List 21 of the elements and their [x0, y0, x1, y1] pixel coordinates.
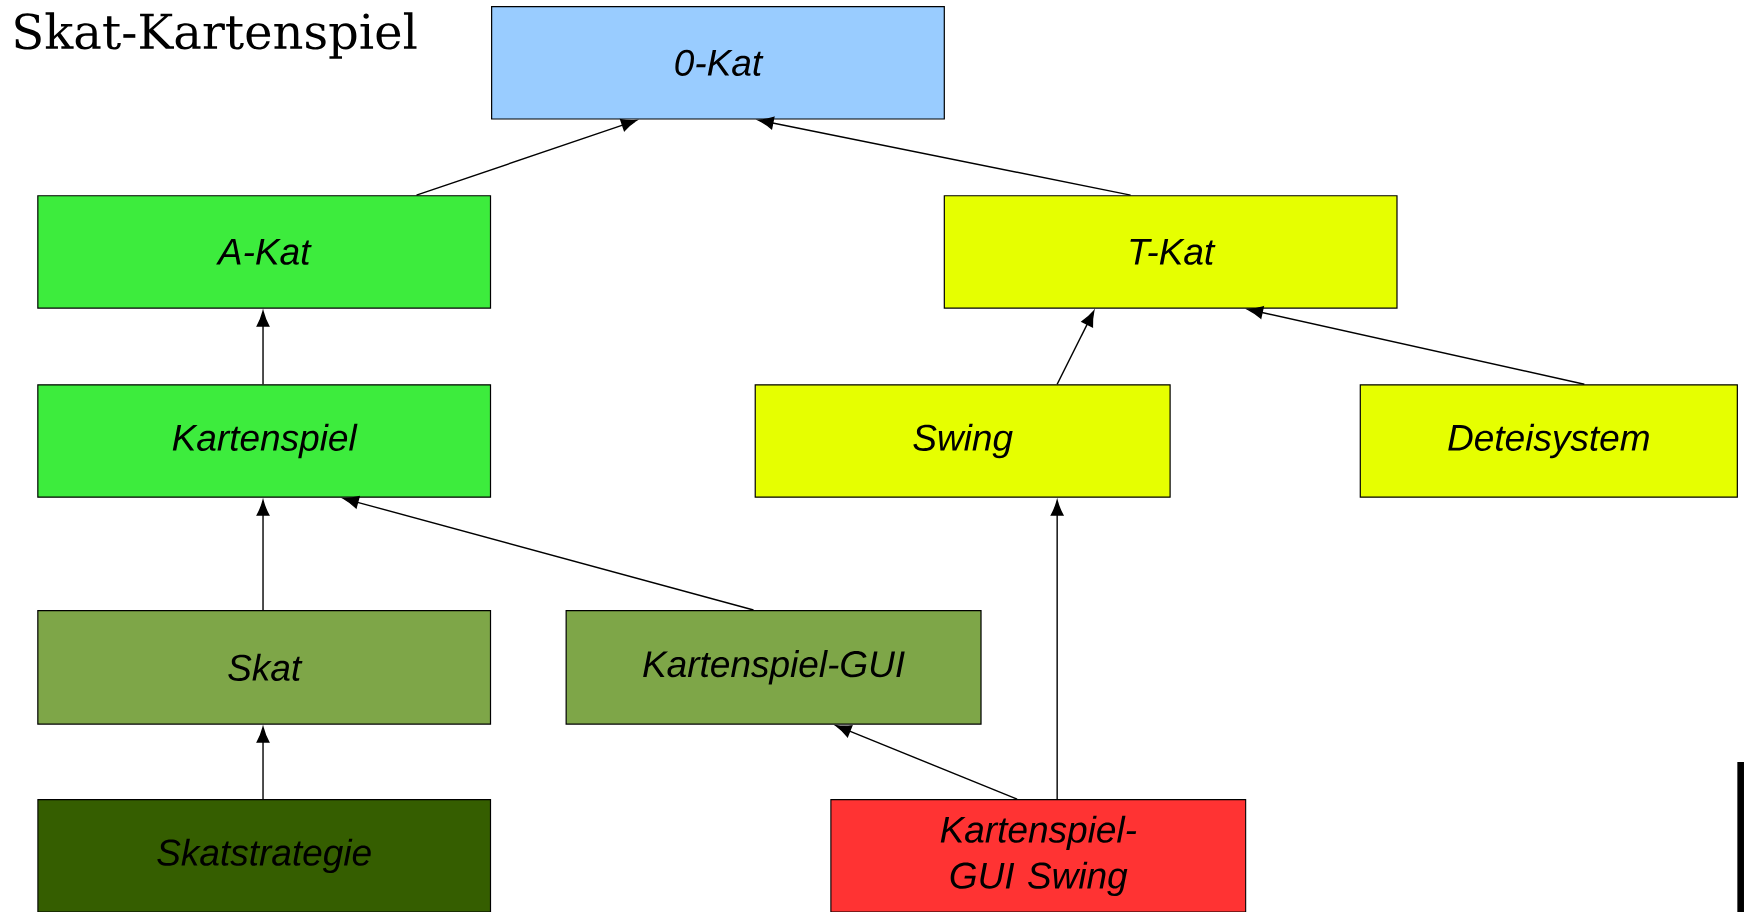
arrow [835, 725, 1018, 800]
arrow [256, 499, 270, 611]
arrow [256, 726, 270, 800]
arrow [1056, 310, 1095, 385]
category-box: T-Kat [943, 195, 1398, 309]
category-box: A-Kat [37, 195, 492, 309]
arrow [1050, 499, 1064, 800]
category-box: Kartenspiel-GUI [565, 610, 982, 725]
arrow [342, 496, 755, 611]
arrow [757, 116, 1132, 196]
category-box: Kartenspiel [37, 384, 492, 498]
category-box: Kartenspiel-GUI Swing [830, 799, 1247, 912]
category-box: 0-Kat [491, 6, 945, 120]
category-box: Swing [754, 384, 1171, 498]
category-box: Skatstrategie [37, 799, 492, 912]
arrow [415, 119, 637, 196]
category-box: Skat [37, 610, 492, 725]
arrow [1247, 306, 1586, 385]
arrow [256, 310, 270, 385]
category-box: Deteisystem [1359, 384, 1738, 498]
title: Skat-Kartenspiel [15, 12, 417, 59]
